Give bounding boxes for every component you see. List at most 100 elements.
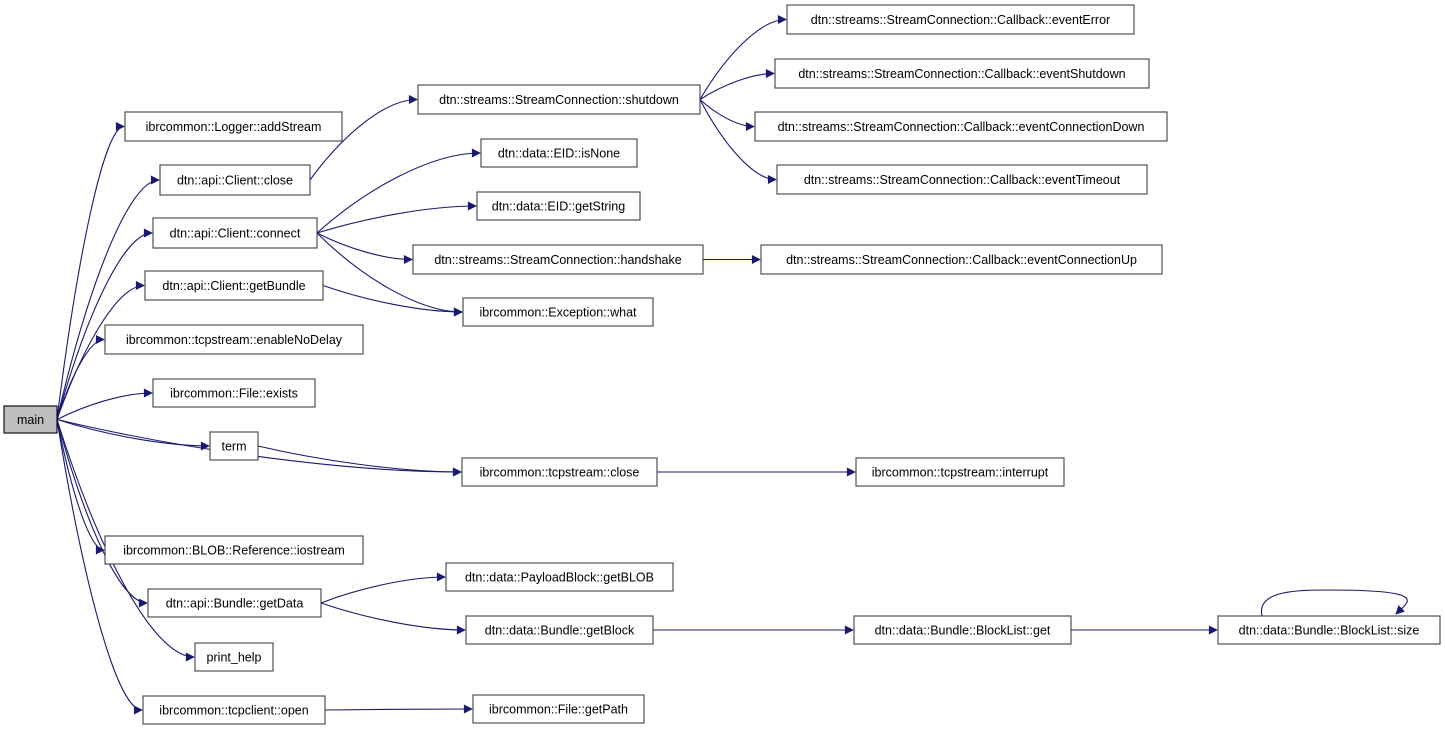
graph-edge-connect-getstring [316,201,477,234]
graph-edge-getdata-getblob [320,572,446,604]
graph-node-label: dtn::streams::StreamConnection::Callback… [778,120,1145,134]
graph-edge-open-getpath [324,704,473,714]
graph-node-box [104,535,364,565]
graph-node-print_help[interactable]: print_help [194,642,274,672]
graph-node-label: print_help [207,651,262,665]
graph-node-getdata[interactable]: dtn::api::Bundle::getData [147,588,322,618]
graph-node-label: dtn::data::EID::getString [492,200,625,214]
graph-node-blocklist_get[interactable]: dtn::data::Bundle::BlockList::get [853,615,1072,645]
graph-edge-main-getdata [56,419,148,608]
graph-node-box [417,84,701,115]
graph-node-connect[interactable]: dtn::api::Client::connect [152,217,318,249]
graph-node-label: dtn::api::Client::close [177,174,293,188]
graph-node-box [774,58,1150,89]
graph-node-box [147,588,322,618]
graph-node-label: ibrcommon::tcpstream::enableNoDelay [126,333,343,347]
graph-node-label: ibrcommon::tcpstream::close [480,466,640,480]
graph-node-getstring[interactable]: dtn::data::EID::getString [476,191,641,221]
graph-edge-main-term [56,418,210,451]
graph-node-box [472,694,645,724]
graph-node-label: ibrcommon::Logger::addStream [146,120,322,134]
graph-node-box [855,457,1065,487]
graph-edge-getdata-getblock [320,602,466,635]
graph-node-box [412,244,704,275]
graph-node-open[interactable]: ibrcommon::tcpclient::open [142,695,326,725]
graph-edge-main-addstream [56,122,125,420]
graph-node-label: ibrcommon::File::exists [170,387,298,401]
graph-node-box [209,431,259,461]
graph-edge-main-exists [56,388,153,420]
graph-node-label: dtn::api::Client::connect [170,227,301,241]
graph-node-what[interactable]: ibrcommon::Exception::what [462,297,654,327]
graph-node-label: dtn::streams::StreamConnection::shutdown [439,93,679,107]
graph-node-box [462,297,654,327]
graph-node-box [194,642,274,672]
graph-node-shutdown[interactable]: dtn::streams::StreamConnection::shutdown [417,84,701,115]
graph-node-handshake[interactable]: dtn::streams::StreamConnection::handshak… [412,244,704,275]
graph-edge-main-open [56,419,143,715]
graph-node-eventconnup[interactable]: dtn::streams::StreamConnection::Callback… [760,244,1163,275]
graph-node-box [461,457,658,487]
graph-node-box [776,164,1148,195]
graph-node-box [445,562,674,592]
graph-edge-connect-what [316,232,463,317]
graph-node-box [476,191,641,221]
graph-edge-term-tcp_close [257,445,462,477]
graph-edge-main-iostream [56,419,105,555]
graph-node-label: dtn::api::Bundle::getData [166,597,304,611]
graph-node-client_close[interactable]: dtn::api::Client::close [159,164,311,196]
graph-node-box [124,111,343,142]
graph-node-isnone[interactable]: dtn::data::EID::isNone [480,138,638,168]
graph-node-label: dtn::data::Bundle::getBlock [485,624,635,638]
graph-node-getpath[interactable]: ibrcommon::File::getPath [472,694,645,724]
graph-edge-shutdown-eventtimeout [699,99,777,184]
graph-node-box [760,244,1163,275]
graph-node-box [104,324,364,355]
graph-node-label: dtn::data::Bundle::BlockList::get [875,624,1051,638]
graph-node-label: dtn::streams::StreamConnection::handshak… [434,253,681,267]
graph-node-label: ibrcommon::File::getPath [489,703,628,717]
graph-node-term[interactable]: term [209,431,259,461]
graph-node-label: dtn::data::EID::isNone [498,147,620,161]
graph-node-label: main [17,413,44,427]
graph-node-iostream[interactable]: ibrcommon::BLOB::Reference::iostream [104,535,364,565]
graph-node-label: dtn::streams::StreamConnection::Callback… [804,173,1121,187]
graph-node-label: ibrcommon::tcpstream::interrupt [872,466,1049,480]
graph-node-getbundle[interactable]: dtn::api::Client::getBundle [144,270,324,301]
graph-node-label: dtn::streams::StreamConnection::Callback… [798,67,1125,81]
graph-edge-blocklist_size-blocklist_size [1261,589,1408,617]
graph-node-eventtimeout[interactable]: dtn::streams::StreamConnection::Callback… [776,164,1148,195]
graph-edge-main-enablenodelay [56,335,105,420]
graph-node-exists[interactable]: ibrcommon::File::exists [152,378,316,408]
graph-node-blocklist_size[interactable]: dtn::data::Bundle::BlockList::size [1217,615,1441,645]
graph-node-interrupt[interactable]: ibrcommon::tcpstream::interrupt [855,457,1065,487]
graph-node-getblob[interactable]: dtn::data::PayloadBlock::getBLOB [445,562,674,592]
graph-edge-connect-isnone [316,148,481,234]
graph-node-box [142,695,326,725]
graph-node-box [480,138,638,168]
graph-node-eventshutdown[interactable]: dtn::streams::StreamConnection::Callback… [774,58,1150,89]
graph-node-getblock[interactable]: dtn::data::Bundle::getBlock [465,615,654,645]
graph-node-box [754,111,1168,142]
graph-node-main: main [3,405,58,434]
graph-node-box [159,164,311,196]
graph-node-enablenodelay[interactable]: ibrcommon::tcpstream::enableNoDelay [104,324,364,355]
graph-node-eventconndown[interactable]: dtn::streams::StreamConnection::Callback… [754,111,1168,142]
graph-edge-main-print_help [56,419,195,662]
graph-node-label: ibrcommon::Exception::what [479,306,637,320]
graph-node-tcp_close[interactable]: ibrcommon::tcpstream::close [461,457,658,487]
graph-node-box [144,270,324,301]
graph-node-addstream[interactable]: ibrcommon::Logger::addStream [124,111,343,142]
graph-node-eventerror[interactable]: dtn::streams::StreamConnection::Callback… [786,4,1135,35]
graph-node-box [3,405,58,434]
graph-edge-shutdown-eventshutdown [699,69,775,100]
graph-edge-shutdown-eventerror [699,15,787,100]
graph-node-label: dtn::data::PayloadBlock::getBLOB [465,571,654,585]
graph-node-label: dtn::streams::StreamConnection::Callback… [811,13,1110,27]
graph-node-box [152,378,316,408]
graph-node-box [152,217,318,249]
graph-node-label: dtn::data::Bundle::BlockList::size [1239,624,1420,638]
graph-node-label: ibrcommon::BLOB::Reference::iostream [123,544,345,558]
graph-node-label: term [222,440,247,454]
